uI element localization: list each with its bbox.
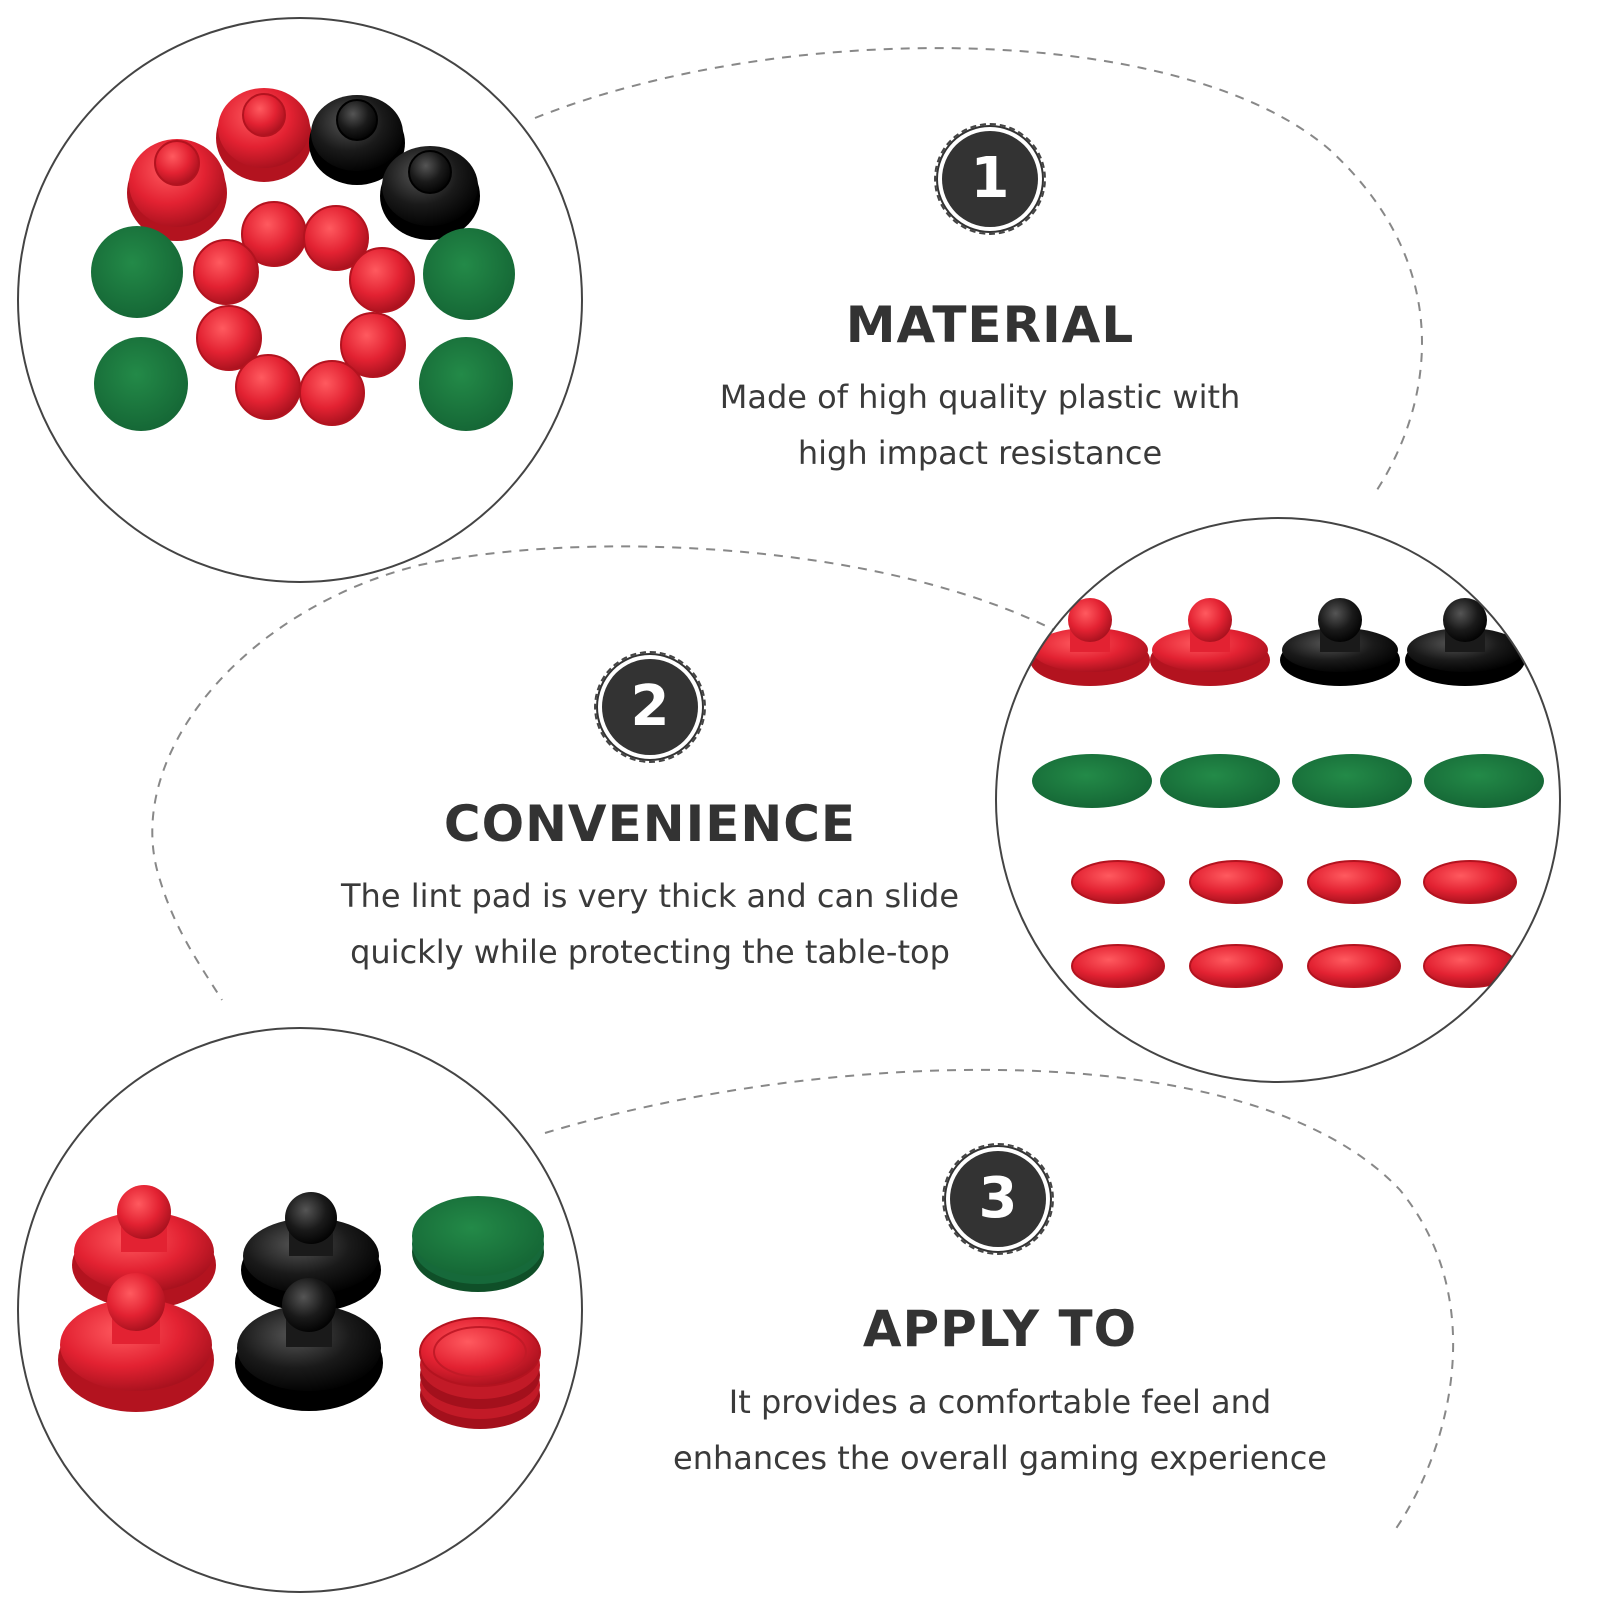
red-mallet-icon [216, 88, 312, 182]
step-badge-3: 3 [942, 1143, 1054, 1255]
green-felt-pad-icon [1292, 754, 1412, 808]
section-description-material: Made of high quality plastic with high i… [640, 369, 1320, 481]
photo-set-stacked [17, 1027, 583, 1593]
red-puck-icon [1189, 944, 1283, 988]
badge-ring [934, 123, 1046, 235]
black-mallet-icon [380, 146, 480, 240]
red-puck-icon [196, 305, 262, 371]
description-line: The lint pad is very thick and can slide [341, 877, 959, 915]
black-mallet-icon [1405, 598, 1525, 686]
section-title-apply-to: APPLY TO [862, 1300, 1138, 1358]
red-mallet-icon [1150, 598, 1270, 686]
step-number: 3 [978, 1166, 1018, 1231]
green-felt-pad-icon [91, 226, 183, 318]
green-felt-pad-icon [423, 228, 515, 320]
red-mallet-icon [1030, 598, 1150, 686]
dashed-arc-1 [534, 47, 1423, 494]
green-felt-pad-icon [419, 337, 513, 431]
step-number: 1 [970, 146, 1010, 211]
red-puck-icon [340, 312, 406, 378]
green-felt-pad-stack-icon [412, 1196, 544, 1292]
badge-ring [594, 651, 706, 763]
red-puck-icon [349, 247, 415, 313]
green-felt-pad-icon [94, 337, 188, 431]
green-felt-pad-icon [1424, 754, 1544, 808]
red-puck-icon [1307, 944, 1401, 988]
red-mallet-icon [127, 139, 227, 241]
red-puck-stack-icon [419, 1317, 541, 1429]
red-puck-icon [1423, 944, 1517, 988]
step-badge-1: 1 [934, 123, 1046, 235]
green-felt-pad-icon [1032, 754, 1152, 808]
red-puck-icon [303, 205, 369, 271]
dashed-arc-2 [151, 545, 1061, 1001]
red-puck-icon [1071, 860, 1165, 904]
dashed-arc-3 [544, 1068, 1455, 1531]
dashed-arcs [151, 47, 1455, 1531]
description-line: Made of high quality plastic with [719, 378, 1241, 416]
description-line: It provides a comfortable feel and [728, 1383, 1272, 1421]
section-description-convenience: The lint pad is very thick and can slide… [270, 868, 1030, 980]
photo-set-overview [17, 17, 583, 583]
red-mallet-icon [72, 1185, 216, 1309]
black-mallet-icon [241, 1192, 381, 1312]
description-line: high impact resistance [797, 434, 1163, 472]
red-puck-icon [1071, 944, 1165, 988]
red-puck-icon [1189, 860, 1283, 904]
red-puck-ring [193, 201, 415, 426]
red-puck-icon [235, 354, 301, 420]
red-puck-icon [299, 360, 365, 426]
black-mallet-icon [309, 95, 405, 185]
section-title-material: MATERIAL [845, 296, 1135, 354]
red-puck-icon [1307, 860, 1401, 904]
red-puck-icon [193, 239, 259, 305]
badge-ring [942, 1143, 1054, 1255]
step-badge-2: 2 [594, 651, 706, 763]
green-felt-pad-icon [1160, 754, 1280, 808]
black-mallet-icon [1280, 598, 1400, 686]
description-line: quickly while protecting the table-top [350, 933, 950, 971]
section-description-apply-to: It provides a comfortable feel and enhan… [620, 1374, 1380, 1486]
red-puck-icon [1423, 860, 1517, 904]
red-mallet-icon [58, 1273, 214, 1412]
photo-set-rows [995, 517, 1561, 1083]
description-line: enhances the overall gaming experience [673, 1439, 1327, 1477]
step-number: 2 [630, 674, 670, 739]
black-mallet-icon [235, 1278, 383, 1411]
section-title-convenience: CONVENIENCE [443, 795, 857, 853]
